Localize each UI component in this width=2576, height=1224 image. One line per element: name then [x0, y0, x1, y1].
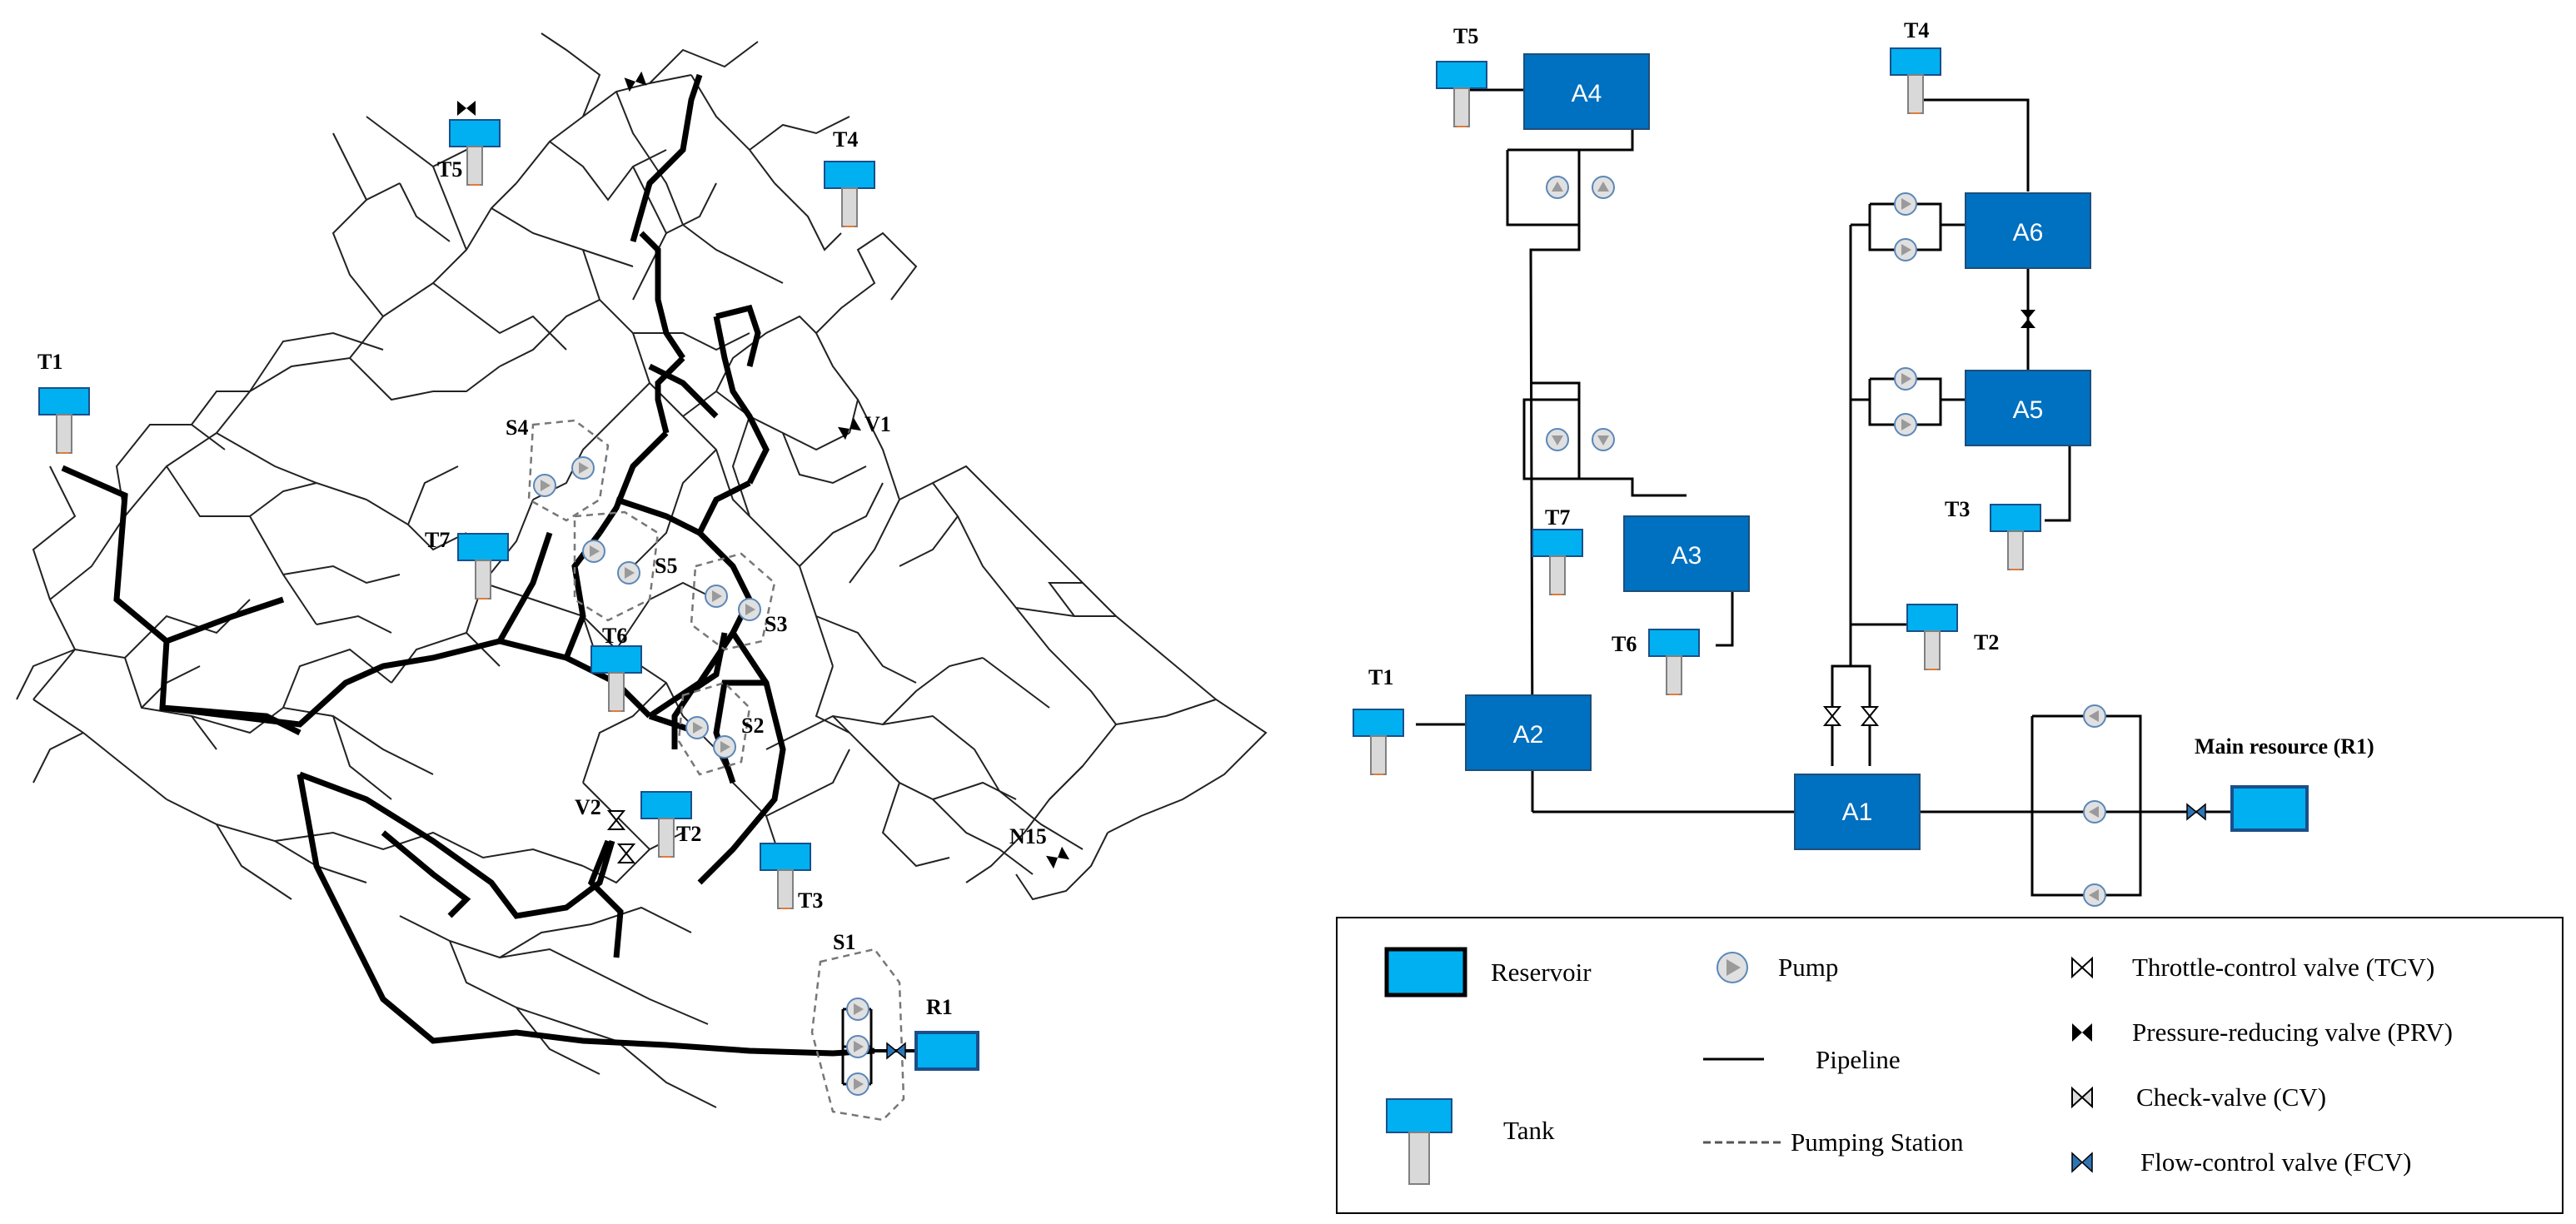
map-label-t3: T3 — [798, 888, 823, 913]
prv-valve-n15-icon — [1045, 846, 1070, 869]
pump-icon — [1592, 428, 1615, 451]
pump-icon — [571, 456, 595, 480]
legend-pump: Pump — [1778, 953, 1838, 982]
area-a4: A4 — [1523, 53, 1650, 130]
network-map: T1 T5 T4 T7 T6 T2 T3 S4 S5 S3 S2 S1 V1 V… — [16, 32, 1268, 1122]
reservoir-r1 — [2230, 785, 2309, 832]
pumping-station-outlines — [527, 419, 905, 1122]
distribution-pipes — [16, 32, 1268, 1108]
map-label-s5: S5 — [655, 554, 677, 578]
legend-prv: Pressure-reducing valve (PRV) — [2132, 1018, 2453, 1047]
pump-icon — [2083, 704, 2106, 728]
legend-cv: Check-valve (CV) — [2136, 1082, 2326, 1112]
area-a6: A6 — [1965, 192, 2091, 269]
map-label-v2: V2 — [575, 795, 601, 819]
pump-icon — [1546, 176, 1569, 199]
tcv-valve-icon — [618, 843, 635, 863]
tank-t3-icon — [1990, 504, 2041, 570]
tcv-valve-icon — [1861, 706, 1878, 726]
legend-pumping-station: Pumping Station — [1791, 1127, 1964, 1157]
pump-icon — [1894, 238, 1917, 261]
svg-text:A2: A2 — [1513, 721, 1544, 749]
map-label-n15: N15 — [1009, 824, 1047, 848]
pump-icon — [617, 561, 640, 585]
pump-icon — [533, 474, 556, 497]
schem-label-t6: T6 — [1612, 632, 1637, 656]
tank-t5-icon — [1436, 61, 1487, 127]
prv-valve-icon — [2020, 310, 2035, 328]
map-label-t2: T2 — [676, 822, 701, 846]
tank-t2-icon — [1906, 604, 1958, 670]
fcv-legend-icon — [2071, 1152, 2093, 1173]
map-label-t4: T4 — [833, 127, 858, 152]
prv-valve-icon — [457, 101, 476, 116]
svg-text:A1: A1 — [1842, 799, 1873, 826]
schem-label-t2: T2 — [1974, 630, 1999, 654]
pump-icon — [713, 735, 736, 759]
pump-icon — [2083, 800, 2106, 823]
reservoir-r1-map — [914, 1031, 979, 1071]
svg-text:A5: A5 — [2013, 396, 2044, 424]
map-label-s1: S1 — [833, 930, 855, 954]
tank-t4-icon — [824, 161, 875, 227]
map-label-t5: T5 — [437, 157, 462, 182]
schem-label-t5: T5 — [1453, 24, 1478, 48]
pump-icon — [1894, 192, 1917, 216]
schem-label-t7: T7 — [1545, 505, 1570, 530]
pump-icon — [582, 540, 605, 563]
map-label-v1: V1 — [864, 412, 891, 436]
reservoir-legend-icon — [1384, 947, 1467, 998]
map-label-s2: S2 — [741, 714, 764, 738]
schem-label-t4: T4 — [1904, 18, 1929, 42]
tank-t4-icon — [1890, 47, 1941, 114]
area-a3: A3 — [1623, 515, 1750, 592]
pump-icon — [1592, 176, 1615, 199]
map-label-t7: T7 — [425, 528, 450, 552]
map-label-s3: S3 — [765, 612, 787, 636]
pump-icon — [738, 598, 761, 621]
pump-icon — [2083, 883, 2106, 907]
tank-t1-icon — [1353, 709, 1404, 775]
legend-fcv: Flow-control valve (FCV) — [2140, 1147, 2411, 1177]
pump-icon — [1546, 428, 1569, 451]
legend-tank: Tank — [1503, 1116, 1555, 1145]
pump-icon — [1894, 367, 1917, 391]
transmission-mains — [61, 73, 875, 1057]
pump-icon — [705, 585, 728, 608]
tank-t7-icon — [1532, 529, 1583, 595]
fcv-valve-icon — [2186, 804, 2206, 820]
schem-label-t1: T1 — [1368, 665, 1393, 689]
svg-text:A4: A4 — [1572, 80, 1602, 107]
map-label-s4: S4 — [506, 415, 528, 440]
schematic: A1 A2 A3 A4 A5 A6 — [1353, 18, 2374, 907]
area-a5: A5 — [1965, 370, 2091, 446]
tank-legend-icon — [1386, 1098, 1452, 1185]
legend-tcv: Throttle-control valve (TCV) — [2132, 953, 2434, 982]
tank-t1-icon — [38, 387, 90, 454]
pump-icon — [1894, 413, 1917, 436]
pump-icon — [685, 716, 709, 739]
map-label-t6: T6 — [602, 624, 627, 648]
prv-legend-icon — [2072, 1023, 2092, 1042]
map-label-t1: T1 — [37, 350, 62, 374]
tcv-legend-icon — [2071, 956, 2093, 979]
pump-legend-icon — [1717, 952, 1748, 983]
area-a1: A1 — [1794, 774, 1921, 850]
svg-text:A3: A3 — [1672, 542, 1702, 570]
legend: Reservoir Tank Pump Pipeline Pumping Sta… — [1336, 917, 2564, 1214]
map-label-r1: R1 — [926, 995, 953, 1019]
fcv-valve-icon — [886, 1042, 906, 1059]
main-resource-label: Main resource (R1) — [2195, 734, 2374, 759]
legend-pipeline: Pipeline — [1816, 1045, 1901, 1074]
schem-label-t3: T3 — [1945, 497, 1970, 521]
cv-legend-icon — [2071, 1086, 2093, 1109]
area-a2: A2 — [1465, 694, 1592, 771]
tcv-valve-icon — [1824, 706, 1841, 726]
svg-text:A6: A6 — [2013, 219, 2044, 246]
legend-reservoir: Reservoir — [1491, 958, 1592, 987]
tank-t6-icon — [1648, 629, 1700, 695]
